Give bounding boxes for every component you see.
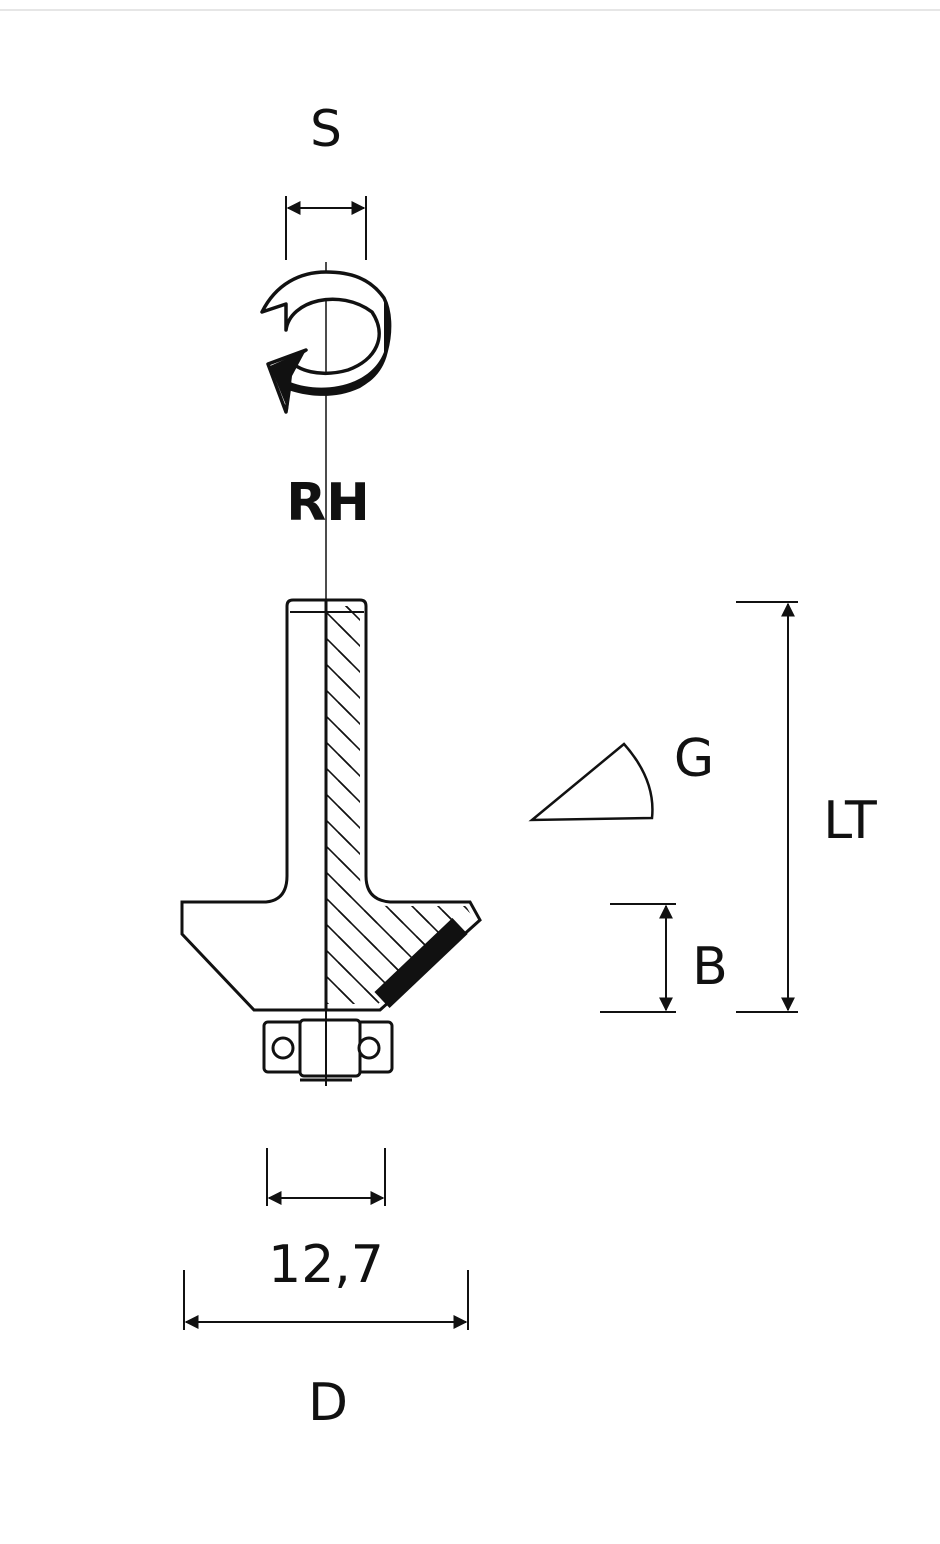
cutting-height-label: B bbox=[692, 937, 728, 997]
rotation-arrow-icon bbox=[260, 270, 392, 414]
router-bit-body bbox=[180, 598, 482, 1012]
cutting-diameter-dimension bbox=[183, 1270, 469, 1330]
total-length-label: LT bbox=[823, 791, 877, 851]
guide-bearing bbox=[262, 1010, 394, 1086]
cutting-height-dimension bbox=[600, 903, 676, 1013]
total-length-dimension bbox=[736, 601, 798, 1013]
shank-diameter-dimension bbox=[285, 196, 367, 260]
bearing-diameter-dimension bbox=[266, 1148, 386, 1206]
bearing-diameter-label: 12,7 bbox=[268, 1235, 384, 1295]
shank-diameter-label: S bbox=[310, 100, 342, 158]
carbide-cutting-edge bbox=[374, 918, 468, 1008]
rotation-direction-label: RH bbox=[286, 473, 370, 533]
cutting-diameter-label: D bbox=[308, 1373, 348, 1433]
angle-label: G bbox=[674, 729, 714, 789]
angle-symbol bbox=[528, 742, 654, 822]
